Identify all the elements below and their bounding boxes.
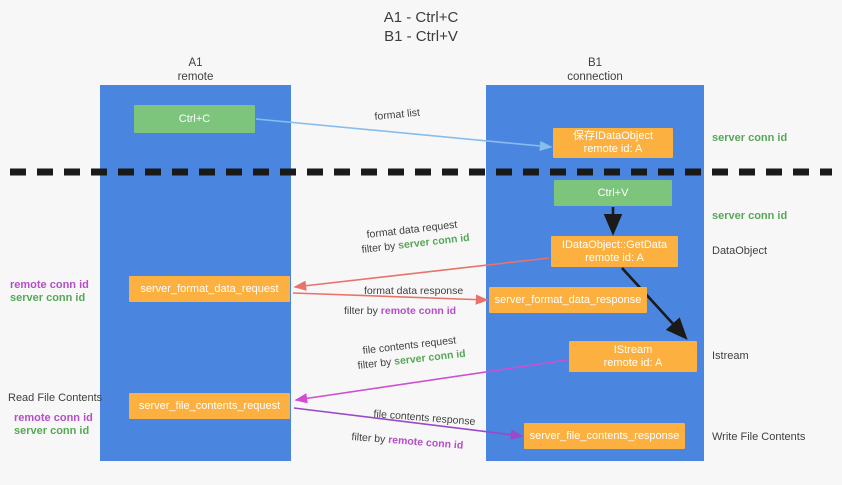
filter-key-remote-conn-id: remote conn id bbox=[387, 433, 464, 452]
label-server-conn-id-top: server conn id bbox=[712, 132, 788, 144]
edge-label-file-contents-response-filter: filter by remote conn id bbox=[351, 431, 464, 453]
label-remote-conn-id-left-2: remote conn id bbox=[14, 412, 93, 424]
lane-a1-header: A1 remote bbox=[177, 57, 214, 83]
label-read-file-contents: Read File Contents bbox=[8, 392, 103, 404]
label-server-conn-id-left-2: server conn id bbox=[14, 425, 90, 437]
filter-prefix: filter by bbox=[361, 239, 399, 256]
box-server-format-data-request[interactable]: server_format_data_request bbox=[129, 276, 290, 302]
filter-key-remote-conn-id: remote conn id bbox=[380, 305, 457, 317]
page-title: A1 - Ctrl+C B1 - Ctrl+V bbox=[383, 9, 459, 45]
edge-label-format-data-response-filter: filter by remote conn id bbox=[344, 305, 456, 318]
box-ctrl-c[interactable]: Ctrl+C bbox=[134, 105, 255, 133]
box-ctrl-v[interactable]: Ctrl+V bbox=[554, 180, 672, 206]
label-dataobject: DataObject bbox=[712, 245, 768, 257]
label-write-file-contents: Write File Contents bbox=[712, 431, 806, 443]
box-server-file-contents-request[interactable]: server_file_contents_request bbox=[129, 393, 290, 419]
edge-label-file-contents-response: file contents response bbox=[373, 408, 476, 428]
box-istream[interactable]: IStream remote id: A bbox=[569, 341, 697, 372]
label-server-conn-id-mid: server conn id bbox=[712, 210, 788, 222]
edge-label-format-list: format list bbox=[374, 106, 421, 123]
label-server-conn-id-left-1: server conn id bbox=[10, 292, 86, 304]
label-remote-conn-id-left-1: remote conn id bbox=[10, 279, 89, 291]
box-server-file-contents-response[interactable]: server_file_contents_response bbox=[524, 423, 685, 449]
filter-prefix: filter by bbox=[351, 431, 389, 446]
box-server-format-data-response[interactable]: server_format_data_response bbox=[489, 287, 647, 313]
edge-label-format-data-response: format data response bbox=[364, 285, 464, 297]
box-save-idataobject[interactable]: 保存IDataObject remote id: A bbox=[553, 128, 673, 158]
lane-b1-header: B1 connection bbox=[567, 57, 623, 83]
filter-prefix: filter by bbox=[344, 305, 381, 317]
box-idataobject-getdata[interactable]: IDataObject::GetData remote id: A bbox=[551, 236, 678, 267]
filter-prefix: filter by bbox=[357, 355, 395, 372]
label-istream: Istream bbox=[712, 350, 749, 362]
